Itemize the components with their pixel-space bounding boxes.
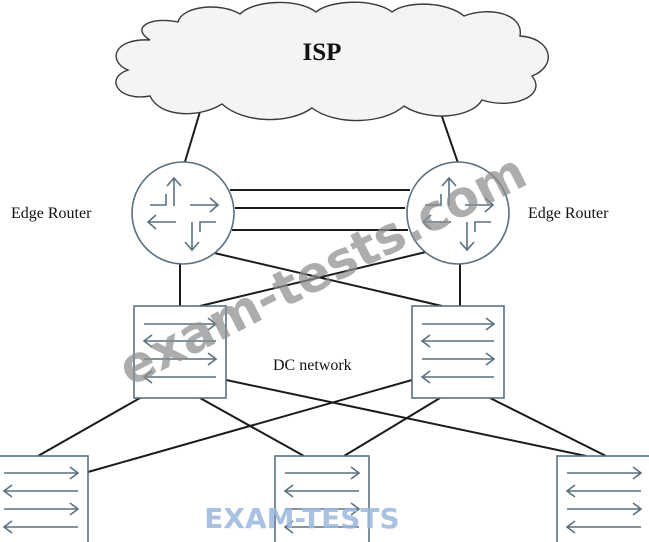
access-switch-center: [274, 455, 370, 542]
access-switch-left: [0, 455, 89, 542]
router-arrow-up: [166, 176, 182, 206]
switch-icon: [133, 305, 227, 399]
dc-switch-right: [411, 305, 505, 399]
edge-router-right: [406, 161, 510, 265]
cloud-shape: [115, 1, 549, 122]
switch-arrow-left: [142, 370, 216, 384]
switch-arrow-right: [422, 317, 496, 331]
access-switch-right: [556, 455, 649, 542]
router-arrow-right: [465, 197, 495, 213]
switch-arrow-left: [2, 484, 78, 498]
switch-arrow-right: [144, 317, 218, 331]
edge-router-left-label: Edge Router: [11, 205, 92, 222]
router-icon: [131, 161, 235, 265]
switch-arrow-left: [565, 484, 641, 498]
link-left-router-right-switch: [209, 251, 443, 307]
dc-network-label: DC network: [273, 357, 352, 374]
switch-arrow-right: [567, 502, 643, 516]
link-right-router-left-switch: [199, 251, 427, 307]
switch-arrow-right: [4, 466, 80, 480]
switch-arrow-right: [4, 502, 80, 516]
link-rswitch-access-left: [87, 379, 413, 473]
isp-label: ISP: [303, 39, 342, 66]
switch-icon: [0, 455, 89, 542]
router-arrow-down: [459, 222, 475, 252]
switch-icon: [411, 305, 505, 399]
edge-router-left: [131, 161, 235, 265]
router-arrow-down: [184, 222, 200, 252]
switch-arrow-left: [420, 370, 494, 384]
link-isp-left-router: [183, 104, 203, 166]
switch-arrow-right: [285, 502, 361, 516]
router-arrow-left: [146, 214, 176, 230]
switch-arrow-right: [567, 466, 643, 480]
router-arrow-bend-tl: [150, 194, 167, 206]
router-arrow-bend-br: [199, 221, 216, 232]
dc-switch-left: [133, 305, 227, 399]
isp-cloud: ISP: [115, 1, 549, 122]
router-arrow-up: [441, 176, 457, 206]
switch-arrow-right: [285, 466, 361, 480]
link-lswitch-access-center: [199, 397, 305, 457]
switch-arrow-left: [2, 520, 78, 534]
router-arrow-bend-br: [474, 221, 491, 232]
switch-arrow-left: [283, 520, 359, 534]
link-rswitch-access-right: [489, 397, 607, 457]
router-arrow-right: [190, 197, 220, 213]
switch-arrow-left: [565, 520, 641, 534]
router-icon: [406, 161, 510, 265]
router-arrow-bend-tl: [425, 194, 442, 206]
switch-arrow-left: [420, 334, 494, 348]
switch-arrow-left: [142, 334, 216, 348]
link-rswitch-access-center: [343, 397, 441, 457]
link-lswitch-access-left: [37, 397, 141, 457]
switch-arrow-left: [283, 484, 359, 498]
router-arrow-left: [421, 214, 451, 230]
links: [37, 104, 607, 473]
switch-arrow-right: [422, 352, 496, 366]
edge-router-right-label: Edge Router: [528, 205, 609, 222]
watermark-logo: EXAM-TESTS: [204, 502, 399, 535]
switch-arrow-right: [144, 352, 218, 366]
